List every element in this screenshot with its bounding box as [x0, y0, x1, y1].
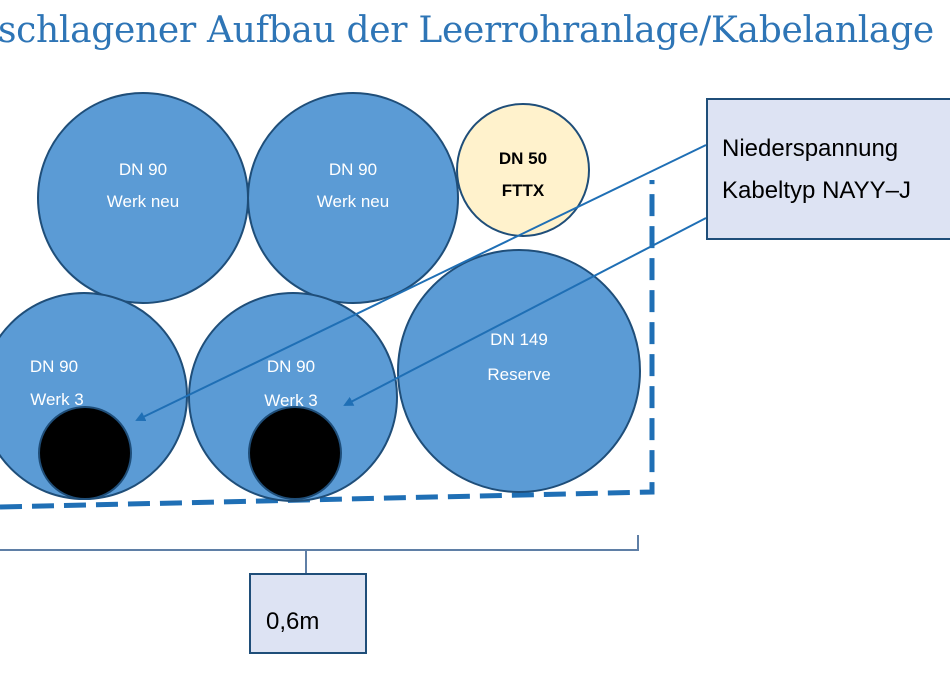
leader-line-cable-2	[343, 217, 707, 406]
width-measurement-box: 0,6m	[249, 573, 367, 654]
pipe-dn149-reserve: DN 149 Reserve	[397, 249, 641, 493]
pipe-dn50-fttx: DN 50 FTTX	[456, 103, 590, 237]
pipe-label-size: DN 90	[30, 357, 78, 376]
pipe-label-use: Werk 3	[30, 390, 84, 409]
pipe-dn90-werk-neu-1: DN 90 Werk neu	[37, 92, 249, 304]
cable-type-callout: Niederspannung Kabeltyp NAYY–J	[706, 98, 950, 240]
page-title: schlagener Aufbau der Leerrohranlage/Kab…	[0, 10, 934, 51]
pipe-label-use: Werk neu	[107, 192, 179, 211]
pipe-label-size: DN 90	[267, 357, 315, 376]
cable-nayy-2	[248, 406, 342, 500]
pipe-label-use: Reserve	[487, 365, 550, 384]
pipe-label-use: FTTX	[502, 181, 545, 200]
pipe-label-size: DN 149	[490, 330, 548, 349]
pipe-label-size: DN 90	[119, 160, 167, 179]
pipe-label-size: DN 50	[499, 149, 547, 168]
callout-cable-type-label: Kabeltyp NAYY–J	[722, 177, 911, 204]
cable-nayy-1	[38, 406, 132, 500]
trench-outline	[0, 180, 655, 510]
width-measurement-label: 0,6m	[266, 608, 320, 635]
leader-line-cable-1	[135, 144, 707, 422]
pipe-label-use: Werk 3	[264, 391, 318, 410]
pipe-label-use: Werk neu	[317, 192, 389, 211]
pipe-dn90-werk3-2: DN 90 Werk 3	[188, 292, 398, 502]
pipe-dn90-werk-neu-2: DN 90 Werk neu	[247, 92, 459, 304]
callout-voltage-label: Niederspannung	[722, 135, 899, 162]
pipe-label-size: DN 90	[329, 160, 377, 179]
dimension-bracket	[0, 535, 639, 551]
